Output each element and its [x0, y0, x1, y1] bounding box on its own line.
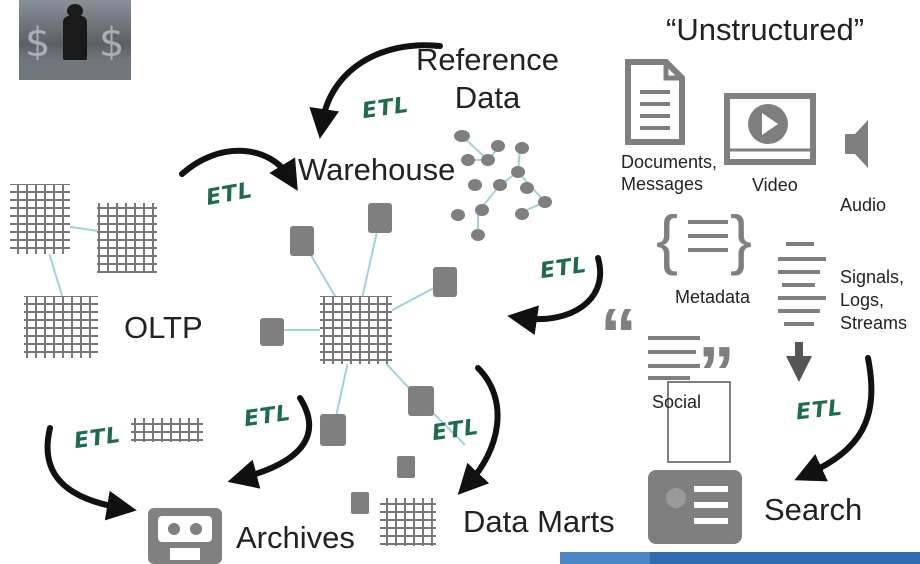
- data-marts-grid: [380, 498, 436, 546]
- metadata-label: Metadata: [675, 287, 751, 307]
- etl-arrow-search: [794, 355, 875, 482]
- oltp-table-3: [24, 296, 98, 358]
- etl-arrow-data-marts: [457, 365, 501, 495]
- oltp-table-2: [97, 203, 157, 273]
- signal-lines-icon: [778, 242, 826, 326]
- svg-text:”: ”: [698, 331, 735, 414]
- etl-arrow-archive-from-warehouse: [227, 395, 312, 489]
- audio-label: Audio: [840, 195, 887, 215]
- oltp-label: OLTP: [124, 310, 203, 345]
- archives-label: Archives: [236, 520, 355, 555]
- signals-label: Signals, Logs, Streams: [840, 267, 908, 333]
- speaker-icon: [845, 120, 868, 168]
- svg-text:{: {: [656, 202, 678, 276]
- reference-data-label: Reference Data: [416, 42, 560, 115]
- etl-arrow-reference: [309, 42, 443, 139]
- video-label: Video: [752, 175, 798, 195]
- archive-row-grid: [131, 418, 203, 442]
- quote-icon: “ ”: [600, 293, 735, 463]
- social-label: Social: [652, 392, 702, 412]
- metadata-braces-icon: { }: [656, 202, 752, 276]
- down-arrow-icon: [786, 342, 812, 382]
- etl-arrow-unstructured: [507, 255, 603, 335]
- svg-text:“: “: [600, 293, 637, 376]
- etl-label-search: ETL: [794, 395, 845, 426]
- search-label: Search: [764, 492, 863, 527]
- reference-nodes: [451, 130, 552, 241]
- svg-text:}: }: [730, 202, 752, 276]
- etl-arrow-warehouse: [179, 147, 298, 191]
- etl-arrows: [44, 42, 875, 521]
- search-card-icon: [648, 470, 742, 544]
- archive-tape-icon: [148, 508, 222, 564]
- etl-arrow-archive-from-oltp: [44, 425, 137, 521]
- document-icon: [625, 59, 685, 145]
- oltp-table-1: [10, 184, 70, 254]
- businessman-photo: $ $: [19, 0, 131, 80]
- warehouse-hub-grid: [320, 296, 392, 364]
- data-marts-label: Data Marts: [463, 504, 615, 539]
- documents-label: Documents, Messages: [621, 152, 718, 194]
- warehouse-nodes: [260, 203, 457, 514]
- warehouse-label: Warehouse: [298, 152, 456, 187]
- video-player-icon: [724, 93, 816, 165]
- unstructured-label: “Unstructured”: [666, 12, 865, 47]
